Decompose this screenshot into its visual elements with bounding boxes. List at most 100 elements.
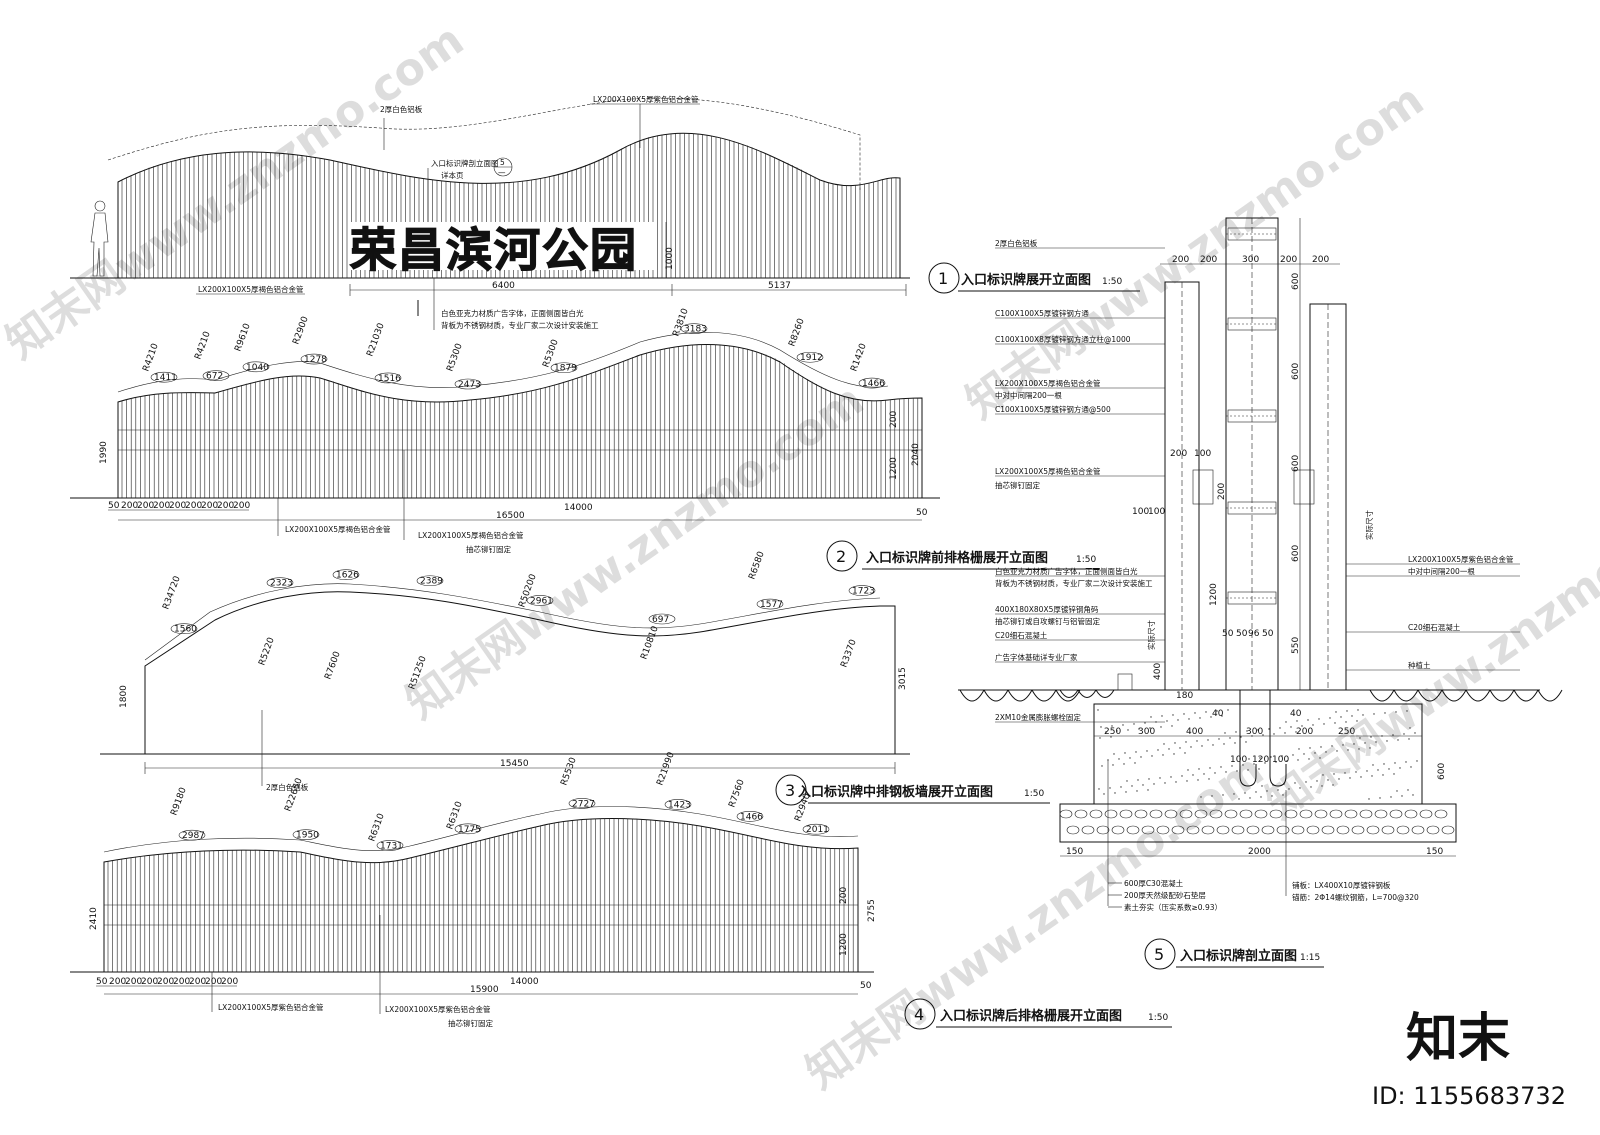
concrete-aggregate <box>1185 741 1186 742</box>
elev4-dim-h1: 200 <box>839 887 849 904</box>
title-5-number: 5 <box>1154 945 1164 964</box>
gravel-stone <box>1315 810 1327 818</box>
concrete-aggregate <box>1316 780 1317 781</box>
section-note-left: 抽芯铆钉固定 <box>995 480 1040 490</box>
concrete-aggregate <box>1203 773 1204 774</box>
concrete-aggregate <box>1261 785 1262 786</box>
title-5-scale: 1:15 <box>1300 953 1320 963</box>
arc-length-label: 1577 <box>760 600 783 610</box>
concrete-aggregate <box>1196 740 1197 741</box>
concrete-aggregate <box>1397 739 1398 740</box>
concrete-aggregate <box>1177 719 1178 720</box>
gravel-stone <box>1277 826 1289 834</box>
concrete-aggregate <box>1362 714 1363 715</box>
arc-length-label: 2727 <box>572 799 595 809</box>
callout-label: 入口标识牌剖立面图 <box>431 158 499 168</box>
spacing-dim: 200 <box>109 977 126 987</box>
arc-length-label: 1879 <box>554 364 577 374</box>
concrete-aggregate <box>1414 732 1415 733</box>
arc-length-label: 1723 <box>852 587 875 597</box>
column-dim: 50 <box>1262 629 1274 639</box>
concrete-aggregate <box>1290 726 1291 727</box>
arc-length-label: 3183 <box>684 325 707 335</box>
concrete-aggregate <box>1124 752 1125 753</box>
concrete-aggregate <box>1160 726 1161 727</box>
concrete-aggregate <box>1198 768 1199 769</box>
concrete-aggregate <box>1383 763 1384 764</box>
vertical-dim: 600 <box>1291 545 1301 562</box>
concrete-aggregate <box>1407 789 1408 790</box>
gravel-stone <box>1360 810 1372 818</box>
callout-number: 5 <box>500 158 505 167</box>
concrete-aggregate <box>1299 787 1300 788</box>
concrete-aggregate <box>1192 774 1193 775</box>
watermark-text: 知末网www.znzmo.com <box>1257 474 1600 829</box>
concrete-aggregate <box>1223 743 1224 744</box>
elev1-note-bottom: LX200X100X5厚褐色铝合金管 <box>198 284 304 294</box>
brand-block: 知末 ID: 1155683732 <box>1372 1009 1566 1110</box>
column-dim: 50 <box>1222 629 1234 639</box>
soil-arc <box>984 690 1008 701</box>
concrete-aggregate <box>1118 758 1119 759</box>
concrete-aggregate <box>1353 743 1354 744</box>
title-3-scale: 1:50 <box>1024 789 1044 799</box>
concrete-aggregate <box>1273 733 1274 734</box>
concrete-aggregate <box>1351 715 1352 716</box>
concrete-aggregate <box>1114 792 1115 793</box>
arc-length-label: 1423 <box>668 800 691 810</box>
concrete-aggregate <box>1099 737 1100 738</box>
soil-arc <box>1096 690 1114 698</box>
gravel-stone <box>1397 826 1409 834</box>
elev1-dim-w2: 5137 <box>768 281 791 291</box>
section-note-left: 中对中间隔200一根 <box>995 390 1062 400</box>
concrete-aggregate <box>1358 748 1359 749</box>
elev2-dim-total: 16500 <box>496 511 525 521</box>
gravel-stone <box>1382 826 1394 834</box>
concrete-aggregate <box>1310 786 1311 787</box>
spacing-dim: 200 <box>233 501 250 511</box>
anchor-dim: 120 <box>1252 755 1269 765</box>
elev3-dim-total: 15450 <box>500 759 529 769</box>
footing-dim: 150 <box>1066 847 1083 857</box>
concrete-aggregate <box>1171 725 1172 726</box>
elev2-dim-h2: 1200 <box>889 457 899 480</box>
gravel-stone <box>1330 810 1342 818</box>
elev3-dim-left-h: 1800 <box>119 685 129 708</box>
title-2-scale: 1:50 <box>1076 555 1096 565</box>
column-dim: 96 <box>1248 629 1260 639</box>
concrete-aggregate <box>1336 750 1337 751</box>
concrete-aggregate <box>1297 759 1298 760</box>
anchor-dim: 100 <box>1230 755 1247 765</box>
section-note-left: 400X180X80X5厚镀锌钢角码 <box>995 604 1099 614</box>
concrete-aggregate <box>1360 776 1361 777</box>
concrete-aggregate <box>1294 782 1295 783</box>
section-note-left: C20细石混凝土 <box>995 630 1048 640</box>
concrete-aggregate <box>1258 768 1259 769</box>
concrete-aggregate <box>1342 744 1343 745</box>
concrete-aggregate <box>1249 797 1250 798</box>
concrete-aggregate <box>1388 768 1389 769</box>
concrete-aggregate <box>1392 734 1393 735</box>
title-4-scale: 1:50 <box>1148 1013 1168 1023</box>
concrete-aggregate <box>1393 773 1394 774</box>
concrete-aggregate <box>1359 737 1360 738</box>
concrete-aggregate <box>1394 762 1395 763</box>
concrete-aggregate <box>1238 798 1239 799</box>
callout-sub: 详本页 <box>441 170 464 180</box>
vertical-dim: 180 <box>1176 691 1193 701</box>
concrete-aggregate <box>1377 769 1378 770</box>
arc-length-label: 2961 <box>530 596 553 606</box>
concrete-aggregate <box>1097 709 1098 710</box>
concrete-aggregate <box>1174 742 1175 743</box>
concrete-aggregate <box>1349 777 1350 778</box>
concrete-aggregate <box>1345 721 1346 722</box>
elev1-dim-w1: 6400 <box>492 281 515 291</box>
spacing-dim: 200 <box>153 501 170 511</box>
gravel-stone <box>1420 810 1432 818</box>
top-dim: 200 <box>1280 255 1297 265</box>
base-dim: 250 <box>1338 727 1355 737</box>
